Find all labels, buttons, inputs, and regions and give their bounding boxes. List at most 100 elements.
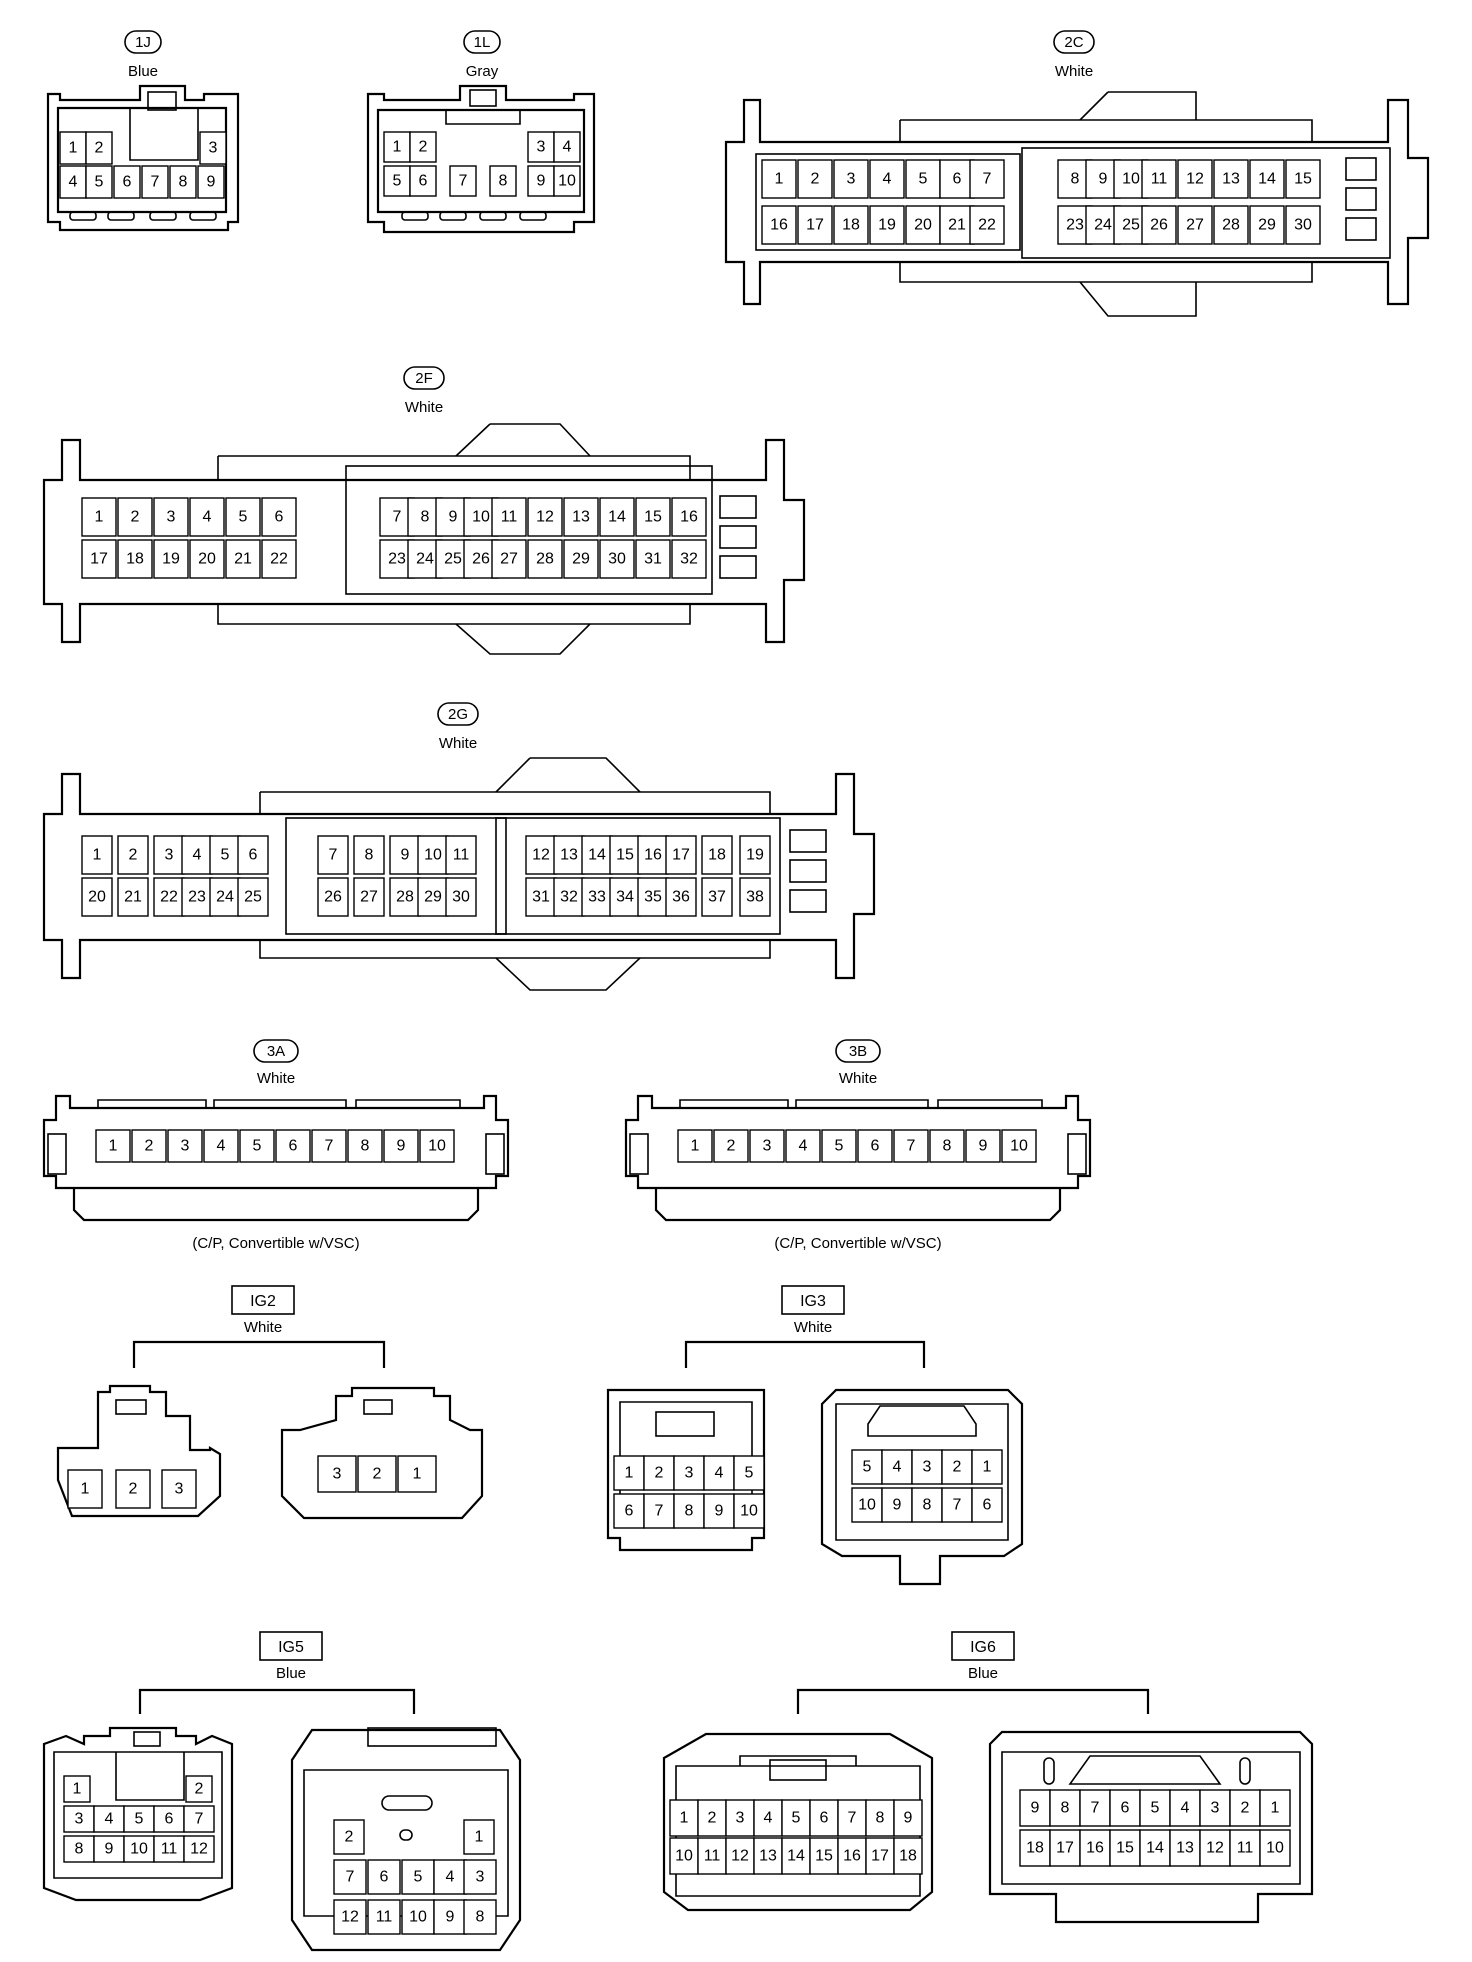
pin-number: 7 <box>346 1869 355 1886</box>
pin-number: 21 <box>234 551 252 568</box>
pin-cavity <box>1141 159 1177 199</box>
pin-cavity <box>941 1449 973 1485</box>
pin-number: 15 <box>815 1848 833 1865</box>
connector-ig5-code: IG5 <box>278 1639 304 1656</box>
pin-number: 28 <box>396 889 414 906</box>
pin-number: 30 <box>608 551 626 568</box>
pin-number: 26 <box>324 889 342 906</box>
pin-cavity <box>367 1859 401 1895</box>
pin-cavity <box>153 497 189 537</box>
pin-cavity <box>81 497 117 537</box>
pin-number: 8 <box>421 509 430 526</box>
pin-number: 9 <box>449 509 458 526</box>
connector-ig2-color: White <box>244 1319 282 1336</box>
pin-cavity <box>1213 159 1249 199</box>
pin-number: 24 <box>1094 217 1112 234</box>
pin-number: 3 <box>209 140 218 157</box>
pin-number: 4 <box>69 174 78 191</box>
pin-number: 10 <box>424 847 442 864</box>
pin-number: 5 <box>253 1138 262 1155</box>
pin-cavity <box>367 1899 401 1935</box>
pin-number: 7 <box>325 1138 334 1155</box>
pin-cavity <box>971 1449 1003 1485</box>
pin-cavity <box>613 1455 645 1491</box>
pin-number: 13 <box>759 1848 777 1865</box>
pin-cavity <box>117 497 153 537</box>
pin-number: 12 <box>532 847 550 864</box>
pin-number: 10 <box>858 1497 876 1514</box>
pin-number: 3 <box>847 171 856 188</box>
pin-number: 8 <box>943 1138 952 1155</box>
pin-number: 9 <box>401 847 410 864</box>
pin-number: 8 <box>1061 1800 1070 1817</box>
pin-cavity <box>131 1129 167 1163</box>
pin-cavity <box>869 205 905 245</box>
pin-number: 6 <box>419 173 428 190</box>
pin-cavity <box>237 877 269 917</box>
pin-number: 9 <box>715 1503 724 1520</box>
pin-number: 4 <box>883 171 892 188</box>
pin-number: 2 <box>195 1781 204 1798</box>
pin-number: 22 <box>270 551 288 568</box>
pin-cavity <box>1249 159 1285 199</box>
pin-number: 1 <box>680 1810 689 1827</box>
pin-number: 24 <box>216 889 234 906</box>
pin-cavity <box>527 497 563 537</box>
pin-cavity <box>397 1455 437 1493</box>
pin-cavity <box>865 1837 895 1875</box>
pin-number: 13 <box>572 509 590 526</box>
pin-number: 27 <box>360 889 378 906</box>
pin-number: 27 <box>500 551 518 568</box>
pin-cavity <box>665 877 697 917</box>
pin-cavity <box>733 1493 765 1529</box>
pin-cavity <box>553 877 585 917</box>
pin-number: 2 <box>95 140 104 157</box>
pin-number: 6 <box>249 847 258 864</box>
pin-cavity <box>209 835 241 875</box>
pin-number: 17 <box>1056 1840 1074 1857</box>
pin-number: 7 <box>329 847 338 864</box>
connector-3a-color: White <box>257 1070 295 1087</box>
pin-number: 2 <box>373 1466 382 1483</box>
pin-number: 5 <box>792 1810 801 1827</box>
pin-number: 1 <box>625 1465 634 1482</box>
pin-number: 5 <box>919 171 928 188</box>
pin-cavity <box>905 159 941 199</box>
pin-number: 2 <box>419 139 428 156</box>
pin-number: 8 <box>876 1810 885 1827</box>
pin-number: 9 <box>105 1841 114 1858</box>
pin-number: 2 <box>811 171 820 188</box>
pin-cavity <box>353 877 385 917</box>
pin-cavity <box>409 131 437 163</box>
pin-cavity <box>383 1129 419 1163</box>
pin-number: 1 <box>95 509 104 526</box>
pin-cavity <box>401 1899 435 1935</box>
pin-number: 18 <box>1026 1840 1044 1857</box>
connector-ig6-code: IG6 <box>970 1639 996 1656</box>
pin-number: 18 <box>899 1848 917 1865</box>
pin-cavity <box>433 1899 467 1935</box>
pin-number: 10 <box>1266 1840 1284 1857</box>
pin-cavity <box>797 205 833 245</box>
pin-number: 29 <box>424 889 442 906</box>
pin-number: 4 <box>446 1869 455 1886</box>
pin-cavity <box>317 1455 357 1493</box>
pin-cavity <box>697 1799 727 1837</box>
pin-number: 25 <box>244 889 262 906</box>
pin-number: 26 <box>472 551 490 568</box>
connector-ig3-color: White <box>794 1319 832 1336</box>
pin-cavity <box>463 1899 497 1935</box>
pin-number: 7 <box>195 1811 204 1828</box>
pin-number: 14 <box>1146 1840 1164 1857</box>
pin-number: 12 <box>1186 171 1204 188</box>
pin-cavity <box>553 131 581 163</box>
pin-cavity <box>63 1805 95 1833</box>
pin-number: 1 <box>475 1829 484 1846</box>
pin-number: 1 <box>393 139 402 156</box>
